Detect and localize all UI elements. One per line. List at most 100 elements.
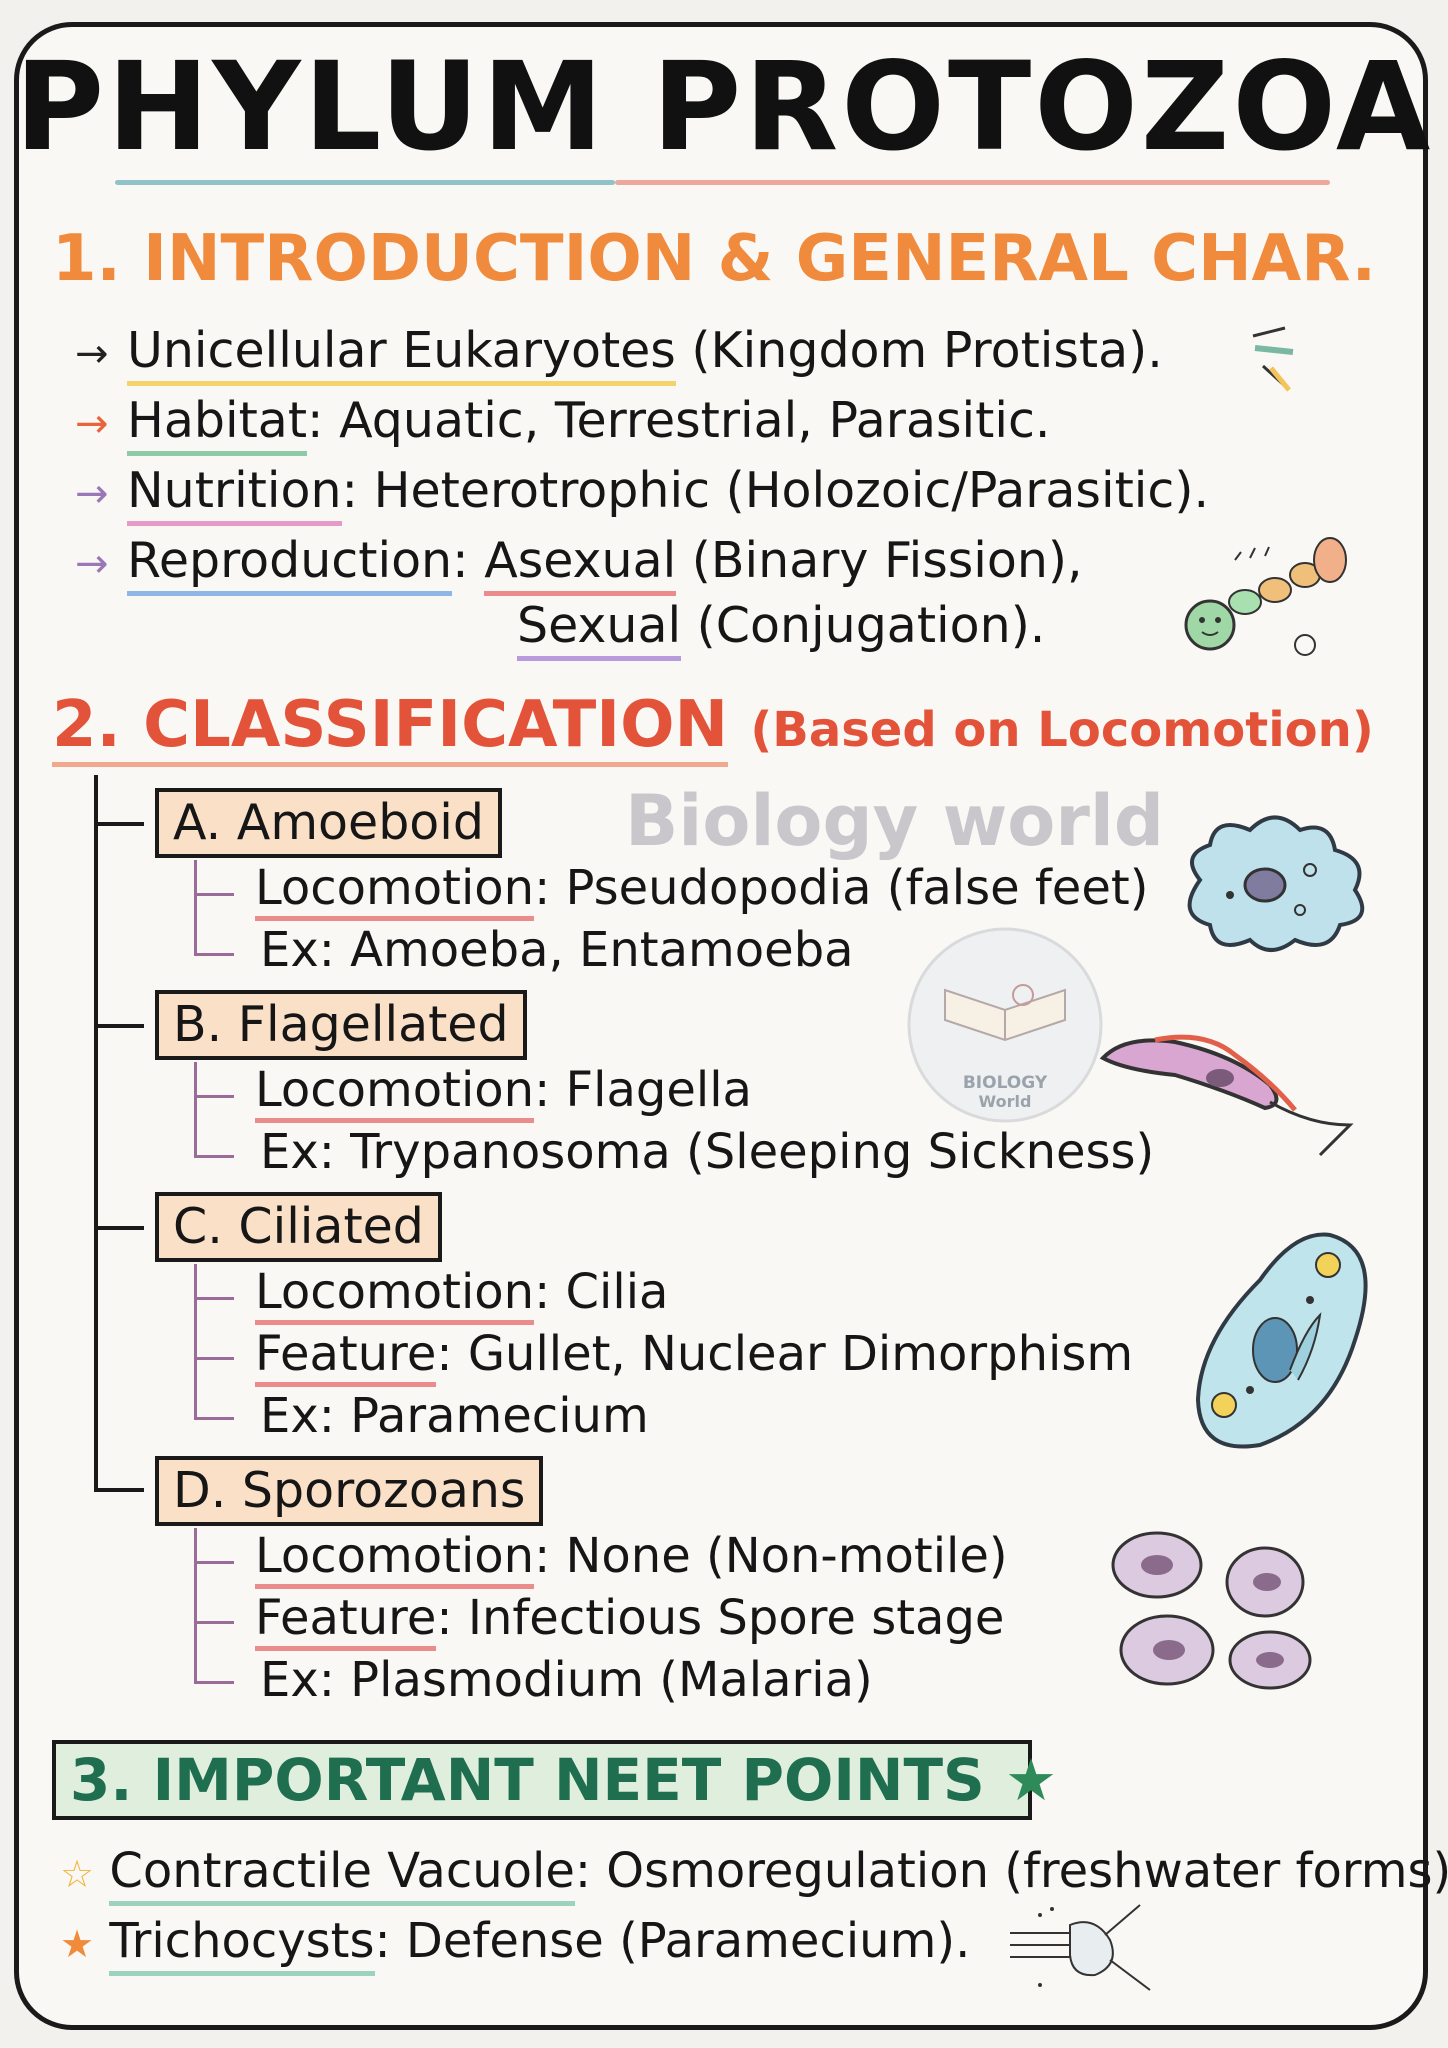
star-icon: ☆ — [60, 1852, 95, 1896]
group-box-sporozoans: D. Sporozoans — [155, 1456, 544, 1526]
line-label: Feature — [255, 1326, 437, 1387]
plasmodium-cells-icon — [1111, 1531, 1312, 1690]
neet-point-1: ☆ Contractile Vacuole: Osmoregulation (f… — [60, 1843, 1448, 1906]
line-label: Locomotion — [255, 1528, 535, 1589]
connector-h — [194, 1561, 234, 1564]
intro-value: Asexual — [484, 532, 677, 596]
star-icon: ★ — [1005, 1746, 1058, 1814]
amoeba-icon — [1187, 815, 1365, 952]
neet-point-2: ★ Trichocysts: Defense (Paramecium). — [60, 1913, 971, 1976]
line-text: : Trypanosoma (Sleeping Sickness) — [318, 1124, 1155, 1180]
intro-value: Sexual — [517, 597, 682, 661]
sporozoans-feature: Feature: Infectious Spore stage — [255, 1590, 1005, 1651]
section1-heading: 1. INTRODUCTION & GENERAL CHAR. — [52, 222, 1376, 296]
tree-branch-a — [94, 822, 144, 826]
sporozoans-example: Ex: Plasmodium (Malaria) — [260, 1652, 873, 1708]
line-label: Ex — [260, 1388, 319, 1444]
line-label: Ex — [260, 1124, 319, 1180]
line-label: Locomotion — [255, 860, 535, 921]
arrow-icon: → — [75, 401, 109, 447]
section2-subtitle: (Based on Locomotion) — [750, 702, 1374, 758]
connector-h — [194, 1155, 234, 1158]
group-a-connector — [194, 860, 197, 955]
group-box-ciliated: C. Ciliated — [155, 1192, 442, 1262]
connector-h — [194, 1681, 234, 1684]
section3-heading: 3. IMPORTANT NEET POINTS ★ — [52, 1740, 1057, 1820]
line-text: : Gullet, Nuclear Dimorphism — [436, 1326, 1134, 1382]
page-title: PHYLUM PROTOZOA — [14, 36, 1434, 178]
tree-branch-d — [94, 1488, 144, 1492]
intro-label: Nutrition — [127, 462, 342, 526]
biology-world-logo: BIOLOGY World — [907, 927, 1103, 1123]
cell-division-icon — [1184, 537, 1347, 656]
line-text: : Infectious Spore stage — [436, 1590, 1005, 1646]
intro-line-2: → Habitat: Aquatic, Terrestrial, Parasiti… — [75, 392, 1051, 456]
line-label: Locomotion — [255, 1062, 535, 1123]
tree-branch-b — [94, 1024, 144, 1028]
connector-h — [194, 893, 234, 896]
intro-label: Unicellular Eukaryotes — [127, 322, 676, 386]
line-label: Locomotion — [255, 1264, 535, 1325]
intro-text: : — [452, 532, 485, 589]
flagellated-locomotion: Locomotion: Flagella — [255, 1062, 752, 1123]
line-text: : Flagella — [534, 1062, 752, 1118]
line-text: : Paramecium — [318, 1388, 649, 1444]
intro-text: (Kingdom Protista). — [675, 322, 1163, 379]
intro-label: Habitat — [127, 392, 308, 456]
intro-line-3: → Nutrition: Heterotrophic (Holozoic/Para… — [75, 462, 1210, 526]
line-label: Ex — [260, 1652, 319, 1708]
amoeboid-locomotion: Locomotion: Pseudopodia (false feet) — [255, 860, 1149, 921]
amoeboid-example: Ex: Amoeba, Entamoeba — [260, 922, 854, 978]
intro-rest: (Conjugation). — [681, 597, 1046, 654]
title-underline-right — [615, 180, 1330, 185]
ciliated-locomotion: Locomotion: Cilia — [255, 1264, 668, 1325]
ciliated-feature: Feature: Gullet, Nuclear Dimorphism — [255, 1326, 1134, 1387]
arrow-icon: → — [75, 331, 109, 377]
intro-line-4: → Reproduction: Asexual (Binary Fission), — [75, 532, 1083, 596]
tree-trunk — [94, 775, 98, 1490]
line-label: Ex — [260, 922, 319, 978]
arrow-icon: → — [75, 541, 109, 587]
sparkle-icon — [1252, 326, 1294, 392]
connector-h — [194, 1297, 234, 1300]
line-text: : None (Non-motile) — [534, 1528, 1008, 1584]
intro-text: : Aquatic, Terrestrial, Parasitic. — [307, 392, 1051, 449]
logo-text-bottom: World — [979, 1092, 1032, 1111]
arrow-icon: → — [75, 471, 109, 517]
trypanosoma-icon — [1099, 1034, 1354, 1157]
neet-label: Contractile Vacuole — [109, 1843, 575, 1906]
group-b-connector — [194, 1062, 197, 1157]
section2-heading: 2. CLASSIFICATION (Based on Locomotion) — [52, 688, 1374, 767]
paramecium-icon — [1195, 1232, 1368, 1449]
intro-line-1: → Unicellular Eukaryotes (Kingdom Protist… — [75, 322, 1163, 386]
section2-title: 2. CLASSIFICATION — [52, 688, 729, 767]
group-d-connector — [194, 1528, 197, 1683]
group-box-flagellated: B. Flagellated — [155, 990, 527, 1060]
neet-heading-text: 3. IMPORTANT NEET POINTS — [70, 1746, 985, 1814]
line-text: : Plasmodium (Malaria) — [318, 1652, 873, 1708]
line-label: Feature — [255, 1590, 437, 1651]
connector-h — [194, 1095, 234, 1098]
logo-text-top: BIOLOGY — [963, 1073, 1048, 1093]
neet-text: : Defense (Paramecium). — [374, 1913, 971, 1969]
flagellated-example: Ex: Trypanosoma (Sleeping Sickness) — [260, 1124, 1154, 1180]
intro-text: : Heterotrophic (Holozoic/Parasitic). — [341, 462, 1210, 519]
intro-label: Reproduction — [127, 532, 453, 596]
intro-line-5: Sexual (Conjugation). — [517, 597, 1046, 661]
connector-h — [194, 953, 234, 956]
connector-h — [194, 1621, 234, 1624]
connector-h — [194, 1357, 234, 1360]
watermark: Biology world — [625, 780, 1165, 862]
ciliated-example: Ex: Paramecium — [260, 1388, 649, 1444]
line-text: : Pseudopodia (false feet) — [534, 860, 1149, 916]
connector-h — [194, 1417, 234, 1420]
intro-rest: (Binary Fission), — [676, 532, 1083, 589]
star-icon: ★ — [60, 1922, 95, 1966]
title-underline-left — [115, 180, 615, 185]
trichocyst-icon — [1010, 1904, 1151, 1991]
neet-label: Trichocysts — [109, 1913, 375, 1976]
group-box-amoeboid: A. Amoeboid — [155, 788, 502, 858]
tree-branch-c — [94, 1226, 144, 1230]
group-c-connector — [194, 1264, 197, 1419]
sporozoans-locomotion: Locomotion: None (Non-motile) — [255, 1528, 1008, 1589]
